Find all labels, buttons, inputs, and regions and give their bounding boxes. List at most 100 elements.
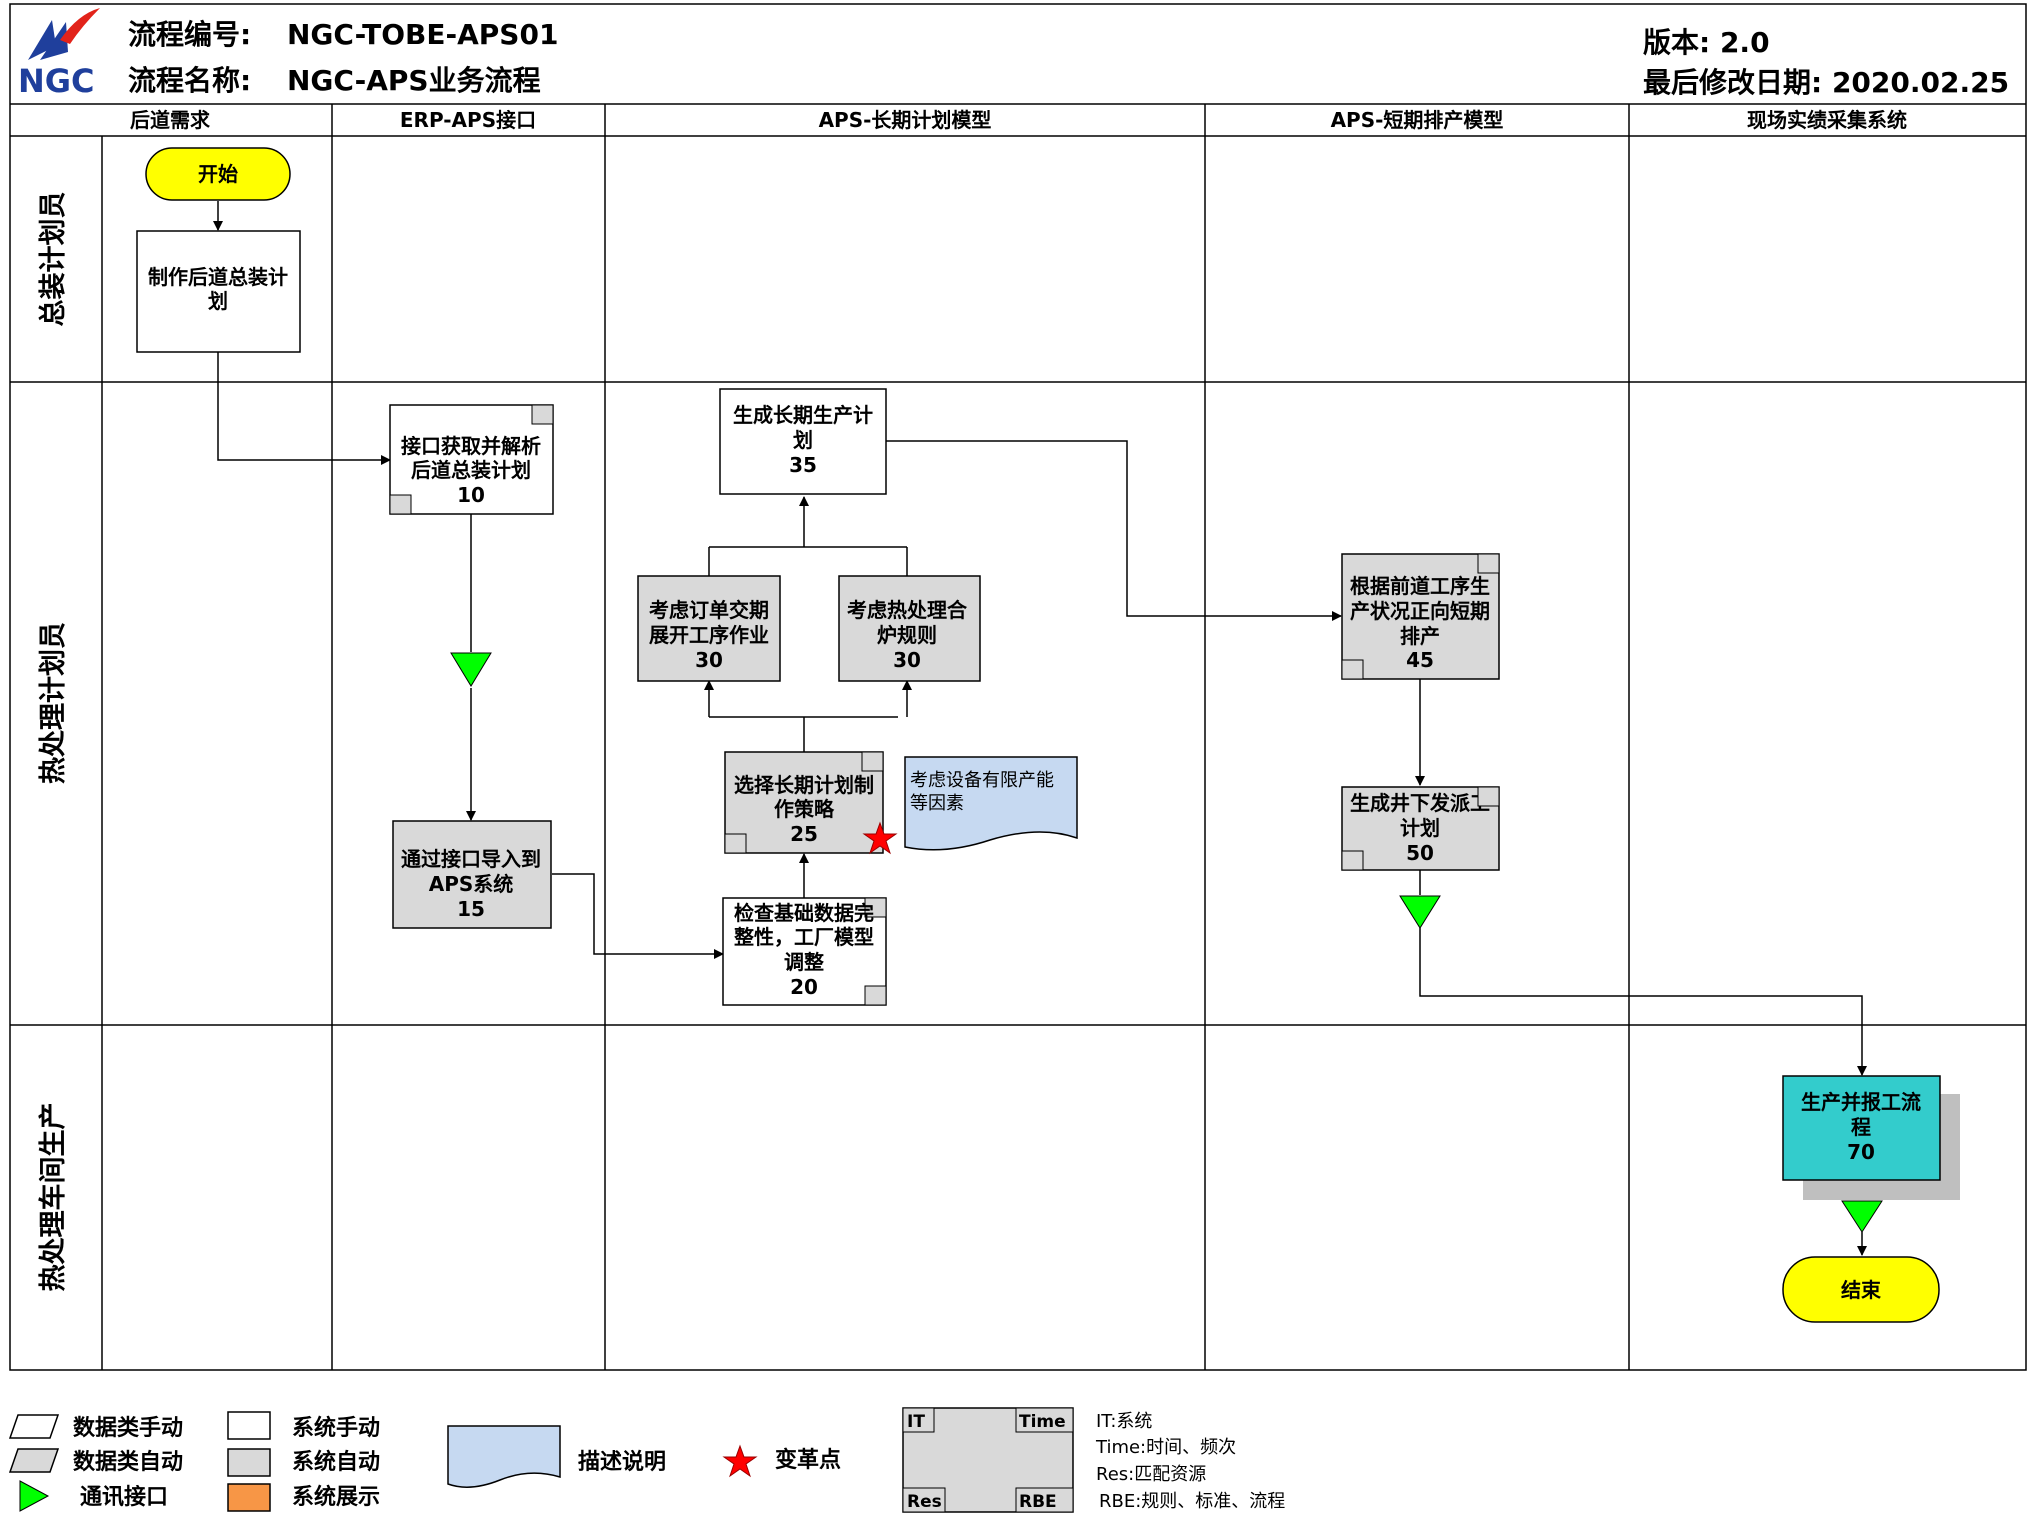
legend-sys-manual: 系统手动 bbox=[292, 1415, 380, 1441]
legend-data-manual: 数据类手动 bbox=[73, 1415, 183, 1441]
svg-text:10: 10 bbox=[457, 483, 485, 507]
corner-marker bbox=[1341, 659, 1364, 680]
svg-text:25: 25 bbox=[790, 822, 818, 846]
legend-data-auto: 数据类自动 bbox=[73, 1449, 183, 1475]
lane-title-heat-planner: 热处理计划员 bbox=[38, 622, 69, 784]
end-terminator[interactable]: 结束 bbox=[1782, 1256, 1940, 1323]
data-manual-icon bbox=[8, 1414, 60, 1439]
svg-text:调整: 调整 bbox=[784, 950, 824, 974]
svg-text:程: 程 bbox=[1851, 1115, 1871, 1139]
connectors bbox=[213, 201, 1867, 1256]
svg-text:通过接口导入到: 通过接口导入到 bbox=[401, 847, 541, 871]
process-20[interactable]: 检查基础数据完 整性，工厂模型 调整 20 bbox=[722, 897, 887, 1006]
svg-text:划: 划 bbox=[208, 289, 228, 313]
svg-text:考虑热处理合: 考虑热处理合 bbox=[847, 598, 968, 622]
last-modified: 最后修改日期: 2020.02.25 bbox=[1643, 66, 2009, 99]
process-code-label: 流程编号: bbox=[128, 18, 251, 51]
svg-text:IT: IT bbox=[907, 1412, 925, 1432]
legend-def-rbe: RBE:规则、标准、流程 bbox=[1099, 1491, 1285, 1512]
swimlane-grid bbox=[9, 3, 2027, 1371]
start-label: 开始 bbox=[198, 162, 238, 186]
legend-def-res: Res:匹配资源 bbox=[1096, 1464, 1206, 1485]
process-35[interactable]: 生成长期生产计 划 35 bbox=[719, 388, 887, 495]
change-point-star bbox=[862, 821, 898, 855]
process-15[interactable]: 通过接口导入到 APS系统 15 bbox=[392, 820, 552, 929]
column-title-downstream: 后道需求 bbox=[130, 108, 211, 132]
data-auto-icon bbox=[8, 1448, 60, 1473]
svg-text:30: 30 bbox=[695, 648, 723, 672]
legend-description: 描述说明 bbox=[578, 1449, 666, 1475]
process-name: NGC-APS业务流程 bbox=[287, 64, 541, 97]
svg-text:Time: Time bbox=[1019, 1412, 1066, 1432]
legend: 数据类手动 数据类自动 通讯接口 系统手动 系统自动 系统展示 描述说明 变革点… bbox=[8, 1407, 1285, 1513]
svg-text:检查基础数据完: 检查基础数据完 bbox=[734, 901, 874, 925]
column-title-erp-aps: ERP-APS接口 bbox=[400, 108, 536, 132]
description-icon bbox=[447, 1425, 561, 1488]
svg-text:APS系统: APS系统 bbox=[429, 872, 514, 896]
process-25[interactable]: 选择长期计划制 作策略 25 bbox=[724, 751, 884, 854]
process-10[interactable]: 接口获取并解析 后道总装计划 10 bbox=[389, 404, 554, 515]
process-make-assembly-plan[interactable]: 制作后道总装计 划 bbox=[136, 230, 301, 353]
process-code: NGC-TOBE-APS01 bbox=[287, 18, 558, 51]
svg-text:50: 50 bbox=[1406, 841, 1434, 865]
column-title-long-term: APS-长期计划模型 bbox=[819, 108, 992, 132]
legend-def-time: Time:时间、频次 bbox=[1095, 1437, 1236, 1458]
system-display-icon bbox=[227, 1483, 271, 1512]
svg-text:35: 35 bbox=[789, 453, 817, 477]
svg-text:计划: 计划 bbox=[1400, 816, 1440, 840]
legend-comm-interface: 通讯接口 bbox=[80, 1485, 168, 1510]
system-auto-icon bbox=[227, 1448, 271, 1477]
corner-marker bbox=[864, 897, 887, 918]
comm-interface-icon bbox=[1399, 895, 1441, 929]
process-30-order-delivery[interactable]: 考虑订单交期 展开工序作业 30 bbox=[637, 575, 781, 682]
process-70[interactable]: 生产并报工流 程 70 bbox=[1782, 1075, 1960, 1200]
svg-text:划: 划 bbox=[793, 428, 813, 452]
lane-title-heat-workshop: 热处理车间生产 bbox=[37, 1103, 69, 1292]
start-terminator[interactable]: 开始 bbox=[145, 147, 291, 201]
svg-text:Res: Res bbox=[907, 1492, 942, 1512]
corner-marker bbox=[861, 751, 884, 772]
svg-text:RBE: RBE bbox=[1019, 1492, 1057, 1512]
svg-text:生成长期生产计: 生成长期生产计 bbox=[733, 403, 873, 427]
process-45[interactable]: 根据前道工序生 产状况正向短期 排产 45 bbox=[1341, 553, 1500, 680]
corner-marker bbox=[724, 833, 747, 854]
svg-text:15: 15 bbox=[457, 897, 485, 921]
svg-text:选择长期计划制: 选择长期计划制 bbox=[734, 773, 874, 797]
column-title-shopfloor: 现场实绩采集系统 bbox=[1747, 108, 1907, 132]
svg-text:制作后道总装计: 制作后道总装计 bbox=[148, 265, 288, 289]
svg-text:等因素: 等因素 bbox=[910, 793, 964, 814]
corner-marker bbox=[864, 985, 887, 1006]
column-title-short-term: APS-短期排产模型 bbox=[1331, 108, 1504, 132]
svg-text:考虑设备有限产能: 考虑设备有限产能 bbox=[910, 770, 1054, 791]
ngc-logo: NGC bbox=[18, 8, 100, 100]
svg-text:生产并报工流: 生产并报工流 bbox=[1801, 1090, 1921, 1114]
comm-interface-icon bbox=[19, 1480, 50, 1512]
process-50[interactable]: 生成井下发派工 计划 50 bbox=[1341, 786, 1500, 871]
svg-text:生成井下发派工: 生成井下发派工 bbox=[1350, 791, 1490, 815]
corner-marker bbox=[389, 494, 412, 515]
note-capacity: 考虑设备有限产能 等因素 bbox=[904, 756, 1078, 851]
system-manual-icon bbox=[227, 1411, 271, 1440]
corner-marker bbox=[1341, 850, 1364, 871]
change-point-icon bbox=[722, 1444, 758, 1478]
svg-text:整性，工厂模型: 整性，工厂模型 bbox=[733, 925, 874, 949]
version: 版本: 2.0 bbox=[1643, 26, 1770, 59]
process-name-label: 流程名称: bbox=[128, 64, 251, 97]
logo-text: NGC bbox=[18, 62, 95, 100]
process-30-furnace-rules[interactable]: 考虑热处理合 炉规则 30 bbox=[838, 575, 981, 682]
svg-text:作策略: 作策略 bbox=[774, 797, 835, 821]
svg-text:20: 20 bbox=[790, 975, 818, 999]
corner-marker bbox=[531, 404, 554, 425]
comm-interface-icon bbox=[1841, 1200, 1883, 1233]
svg-text:考虑订单交期: 考虑订单交期 bbox=[649, 598, 769, 622]
comm-interface-icon bbox=[450, 652, 492, 687]
svg-text:根据前道工序生: 根据前道工序生 bbox=[1350, 574, 1490, 598]
legend-def-it: IT:系统 bbox=[1096, 1411, 1152, 1432]
svg-text:展开工序作业: 展开工序作业 bbox=[649, 623, 769, 647]
svg-text:产状况正向短期: 产状况正向短期 bbox=[1350, 599, 1490, 623]
svg-text:炉规则: 炉规则 bbox=[877, 623, 937, 647]
legend-sys-display: 系统展示 bbox=[292, 1484, 380, 1510]
lane-title-assembly-planner: 总装计划员 bbox=[38, 192, 69, 327]
corner-marker bbox=[1477, 553, 1500, 574]
